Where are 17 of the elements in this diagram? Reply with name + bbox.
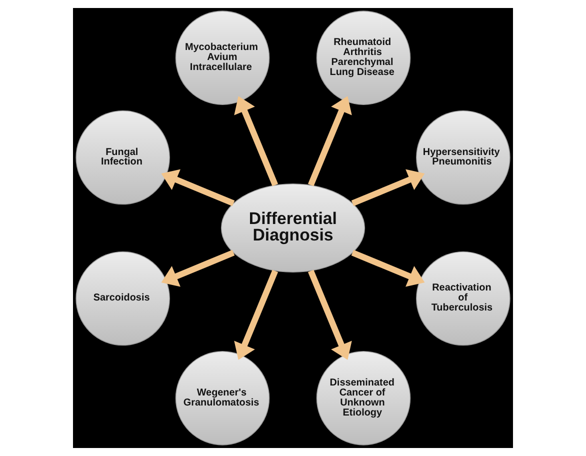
node-circle: Wegener's Granulomatosis: [175, 351, 270, 446]
arrow: [308, 96, 352, 186]
arrow: [161, 250, 235, 287]
node-circle: Reactivation of Tuberculosis: [416, 251, 510, 346]
node-circle: Fungal Infection: [76, 110, 170, 205]
node-ellipse: Differential Diagnosis: [220, 184, 366, 272]
arrow: [351, 169, 425, 206]
arrow: [161, 169, 235, 206]
arrow: [234, 96, 278, 186]
node-circle: Sarcoidosis: [76, 251, 170, 346]
arrow: [234, 270, 278, 360]
node-circle: Rheumatoid Arthritis Parenchymal Lung Disease: [316, 10, 411, 105]
arrow: [351, 250, 425, 287]
arrow: [308, 270, 352, 360]
node-circle: Hypersensitivity Pneumonitis: [416, 110, 510, 205]
node-circle: Mycobacterium Avium Intracellulare: [175, 10, 270, 105]
node-circle: Disseminated Cancer of Unknown Etiology: [316, 351, 411, 446]
